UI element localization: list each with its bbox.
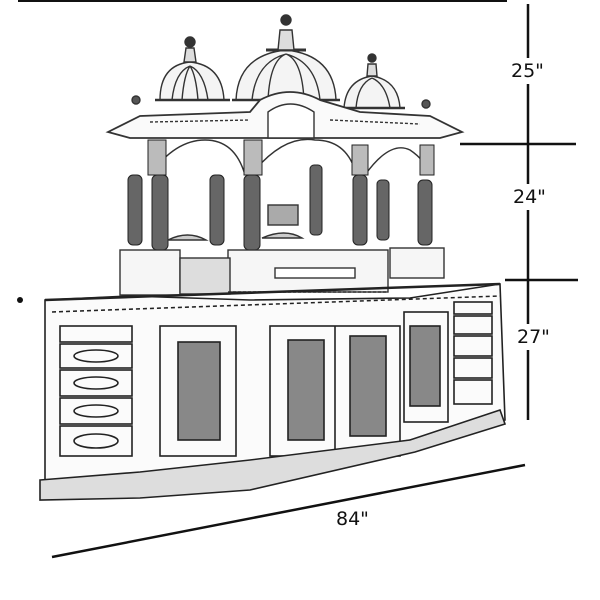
left-dome [155,36,230,102]
dot-marker [17,297,23,303]
dimension-label-width: 84" [336,508,369,530]
carved-doors [159,311,449,457]
base-cabinet [39,282,507,501]
right-drawers [453,301,493,405]
altar-platform [119,204,445,296]
dimension-lines [51,4,578,559]
dimension-label-middle-height: 24" [513,184,546,210]
temple-canopy [105,14,465,176]
dimension-label-top-height: 25" [511,58,544,84]
dimension-label-base-height: 27" [517,324,550,350]
center-dome [232,14,340,102]
left-drawers [59,325,133,457]
pillars [127,139,435,251]
right-dome [340,53,405,110]
